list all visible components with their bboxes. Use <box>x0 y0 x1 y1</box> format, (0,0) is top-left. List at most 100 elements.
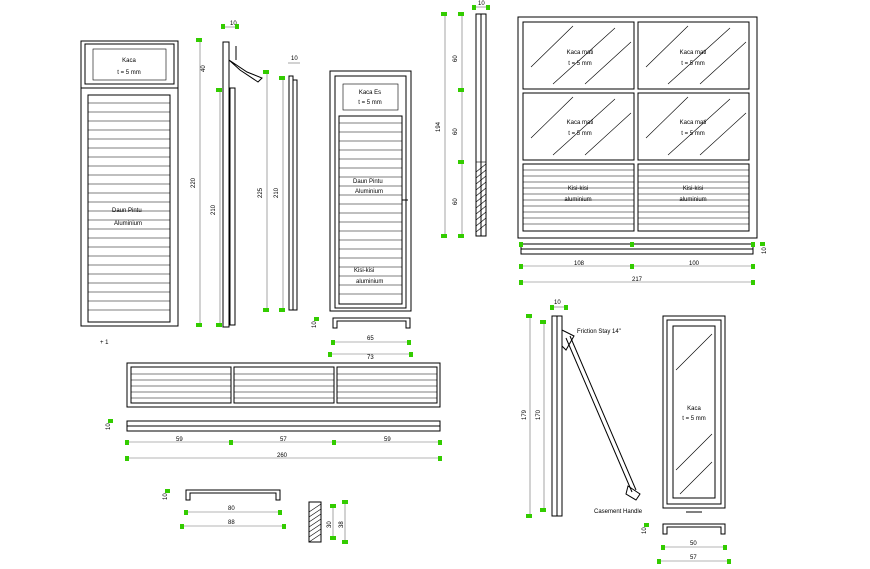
door-1-transom-glass-label: Kaca <box>122 58 136 64</box>
drawing-line <box>308 528 322 538</box>
bottom-profile-small: 10 80 88 <box>163 489 286 529</box>
dim-57-b: 57 <box>690 555 697 561</box>
narrow-glass-thickness: t = 5 mm <box>682 416 706 422</box>
drawing-line <box>552 27 616 85</box>
window-elevation: Kaca mati t = 5 mm Kaca mati t = 5 mm Ka… <box>517 16 758 239</box>
dim-59-a: 59 <box>176 437 183 443</box>
dim-108: 108 <box>574 261 585 267</box>
door-2-glass-label: Kaca Es <box>359 90 381 96</box>
dim-210: 210 <box>211 204 217 215</box>
dim-225: 225 <box>258 187 264 198</box>
narrow-glass-hatch <box>675 333 713 495</box>
dim-59-b: 59 <box>384 437 391 443</box>
dim-60-a: 60 <box>453 55 459 62</box>
dim-10-g: 10 <box>163 493 169 500</box>
window-horizontal-section: 108 100 217 10 <box>519 242 768 285</box>
dim-50: 50 <box>690 541 697 547</box>
dim-100: 100 <box>689 261 700 267</box>
window-section-hatch <box>475 163 487 233</box>
dim-210-b: 210 <box>274 187 280 198</box>
dim-220: 220 <box>191 177 197 188</box>
drawing-line <box>475 199 487 209</box>
drawing-line <box>530 25 574 68</box>
door-2-bottom-profile: 10 65 73 <box>312 317 413 361</box>
window-glass-thickness-2: t = 5 mm <box>681 61 705 67</box>
dim-88: 88 <box>228 520 235 526</box>
door-2-louver-label: Kisi-kisi <box>354 268 374 274</box>
window-louver-label-2: Kisi-kisi <box>683 186 703 192</box>
window-glass-label-4: Kaca mati <box>680 120 707 126</box>
dim-60-b: 60 <box>453 128 459 135</box>
drawing-line <box>475 175 487 185</box>
louver-vent-elevation: 10 59 57 59 260 <box>106 362 442 461</box>
dim-65: 65 <box>367 336 374 342</box>
drawing-line <box>308 523 322 533</box>
friction-stay-label: Friction Stay 14" <box>577 329 621 335</box>
dim-10-c: 10 <box>312 321 318 328</box>
door-1-transom-thickness-label: t = 5 mm <box>117 70 141 76</box>
drawing-line <box>475 181 487 191</box>
door-2-elevation: Kaca Es t = 5 mm Daun Pintu Aluminium Ki… <box>329 70 412 312</box>
drawing-line <box>699 41 747 85</box>
dim-38: 38 <box>339 521 345 528</box>
window-louver-label-1: Kisi-kisi <box>568 186 588 192</box>
dim-80: 80 <box>228 506 235 512</box>
door-2-leaf-material-label: Aluminium <box>355 189 383 195</box>
dim-260: 260 <box>277 453 288 459</box>
window-glass-thickness-3: t = 5 mm <box>568 131 592 137</box>
drawing-line <box>475 223 487 233</box>
window-glass-hatch <box>530 25 747 156</box>
drawing-line <box>475 163 487 173</box>
vent-louver-slats <box>131 373 437 399</box>
dim-10-e: 10 <box>762 247 768 254</box>
door-1-section: 10 40 220 210 <box>191 21 263 328</box>
drawing-line <box>645 96 689 139</box>
drawing-line <box>552 98 616 156</box>
door-2-glass-thickness-label: t = 5 mm <box>358 100 382 106</box>
dim-10-d: 10 <box>478 1 485 7</box>
narrow-window-elevation: Kaca t = 5 mm 10 50 57 <box>642 315 731 564</box>
window-louver-material-2: aluminium <box>679 197 706 203</box>
casement-section: 10 179 170 Friction Stay 14" Casement Ha… <box>522 300 643 518</box>
drawing-line <box>675 433 713 471</box>
casement-handle-label: Casement Handle <box>594 509 643 515</box>
drawing-line <box>675 333 713 371</box>
door-2-louver-slats <box>339 122 402 295</box>
window-louver-material-1: aluminium <box>564 197 591 203</box>
dim-10-i: 10 <box>642 527 648 534</box>
window-glass-thickness-4: t = 5 mm <box>681 131 705 137</box>
narrow-glass-label: Kaca <box>687 406 701 412</box>
dim-217: 217 <box>632 277 643 283</box>
window-glass-label-1: Kaca mati <box>567 50 594 56</box>
dim-10-h: 10 <box>554 300 561 306</box>
window-section: 10 60 60 60 194 <box>436 1 490 238</box>
dim-57: 57 <box>280 437 287 443</box>
dim-194: 194 <box>436 121 442 132</box>
drawing-line <box>475 187 487 197</box>
drawing-line <box>475 211 487 221</box>
door-1-leaf-label: Daun Pintu <box>112 208 142 214</box>
blade-hatch <box>308 503 322 543</box>
drawing-line <box>308 518 322 528</box>
drawing-line <box>308 503 322 513</box>
door-1-elevation: Kaca t = 5 mm Daun Pintu Aluminium + 1 <box>80 40 179 346</box>
drawing-line <box>584 41 632 85</box>
dim-73: 73 <box>367 355 374 361</box>
dim-10-a: 10 <box>230 21 237 27</box>
door-1-louver-slats <box>88 102 170 311</box>
dim-30: 30 <box>327 521 333 528</box>
drawing-line <box>530 96 574 139</box>
dim-170: 170 <box>536 409 542 420</box>
dim-10-b: 10 <box>291 56 298 62</box>
drawing-line <box>475 205 487 215</box>
door-1-leaf-material-label: Aluminium <box>114 221 142 227</box>
door-1-tag: + 1 <box>100 340 109 346</box>
drawing-line <box>584 112 632 156</box>
door-2-louver-material-label: aluminium <box>356 279 383 285</box>
drawing-line <box>308 508 322 518</box>
drawing-line <box>645 25 689 68</box>
drawing-line <box>475 193 487 203</box>
door-2-leaf-label: Daun Pintu <box>353 179 383 185</box>
window-glass-label-3: Kaca mati <box>567 120 594 126</box>
